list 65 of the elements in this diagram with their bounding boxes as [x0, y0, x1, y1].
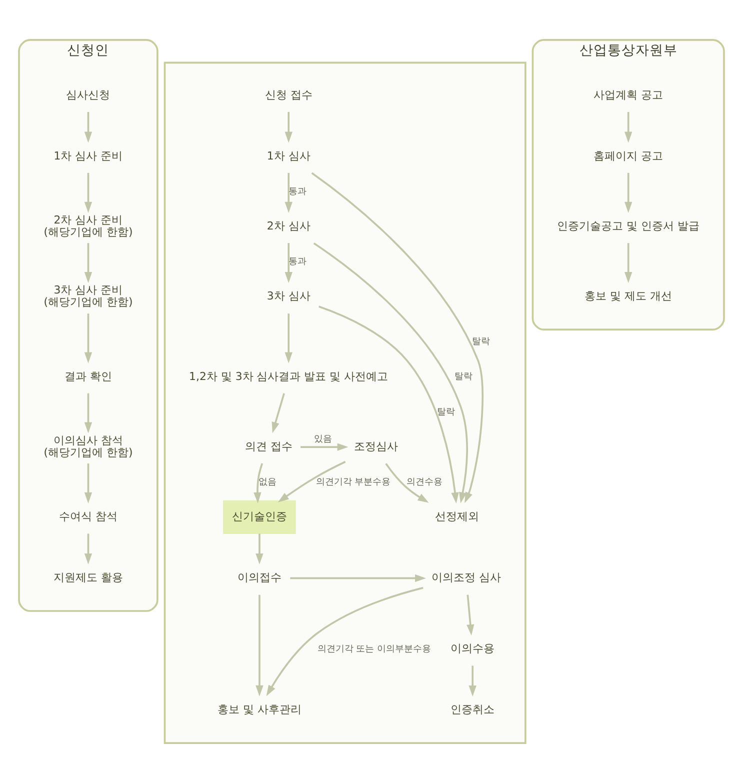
arrow	[266, 586, 424, 696]
node-text: 지원제도 활용	[54, 570, 123, 584]
node-text: 이의심사 참석 (해당기업에 한함)	[44, 433, 133, 458]
node-text: 심사신청	[66, 88, 110, 101]
arrow	[290, 574, 426, 582]
node-text: 3차 심사 준비 (해당기업에 한함)	[44, 283, 133, 308]
arrow	[313, 242, 468, 503]
edge-label: 통과	[288, 256, 307, 266]
node-text: 2차 심사 준비 (해당기업에 한함)	[44, 213, 133, 238]
arrow	[254, 462, 264, 503]
arrow	[318, 305, 459, 503]
node-text: 신청 접수	[264, 88, 312, 101]
node-box: 신기술인증	[223, 500, 296, 534]
edge-label: 있음	[314, 434, 332, 444]
arrow	[284, 111, 292, 142]
arrow	[84, 172, 92, 212]
arrow	[84, 111, 92, 142]
node-text: 이의수용	[450, 642, 495, 655]
arrow	[468, 665, 476, 696]
edge-label: 통과	[288, 186, 307, 196]
node-text: 선정제외	[435, 510, 480, 523]
edge-label: 탈락	[472, 336, 490, 347]
node-text: 사업계획 공고	[594, 88, 664, 101]
edge-label: 의견기각 부분수용	[316, 476, 391, 487]
node-text: 1,2차 및 3차 심사결과 발표 및 사전예고	[189, 369, 388, 382]
cluster	[164, 61, 526, 744]
arrow	[284, 172, 292, 212]
arrow	[84, 392, 92, 433]
node-text: 인증취소	[450, 702, 495, 716]
arrow	[624, 172, 632, 212]
arrow	[624, 111, 632, 142]
arrow	[284, 242, 292, 282]
node-text: 1차 심사 준비	[54, 148, 123, 162]
node-text: 3차 심사	[266, 289, 310, 302]
arrow	[284, 313, 292, 363]
node-text: 의견 접수	[244, 439, 292, 452]
arrow	[385, 462, 429, 502]
edge-label: 의견기각 또는 이의부분수용	[317, 644, 432, 654]
arrow	[84, 313, 92, 363]
node-text: 1차 심사	[266, 148, 310, 162]
node-text: 수여식 참석	[59, 510, 118, 523]
node-text: 이의조정 심사	[431, 570, 501, 584]
edge-label: 탈락	[454, 372, 472, 382]
arrow	[84, 462, 92, 503]
arrow	[311, 172, 484, 503]
arrow	[272, 392, 285, 433]
edge-label: 탈락	[437, 406, 456, 417]
arrow	[84, 242, 92, 282]
arrow	[84, 533, 92, 564]
arrow	[256, 533, 264, 564]
node-text: 결과 확인	[64, 369, 112, 382]
node-text: 홈페이지 공고	[594, 148, 664, 162]
node-text: 이의접수	[237, 570, 282, 584]
arrow	[466, 594, 474, 635]
node-text: 조정심사	[354, 439, 398, 452]
edge-label: 없음	[258, 476, 277, 487]
arrow	[624, 242, 632, 282]
node-text: 홍보 및 제도 개선	[584, 289, 672, 302]
node-text: 홍보 및 사후관리	[218, 702, 302, 716]
node-text: 인증기술공고 및 인증서 발급	[557, 218, 700, 232]
arrow	[278, 460, 346, 502]
edge-label: 의견수용	[406, 476, 442, 487]
arrow	[256, 594, 264, 696]
node-text: 2차 심사	[266, 218, 310, 232]
arrow	[300, 442, 348, 450]
